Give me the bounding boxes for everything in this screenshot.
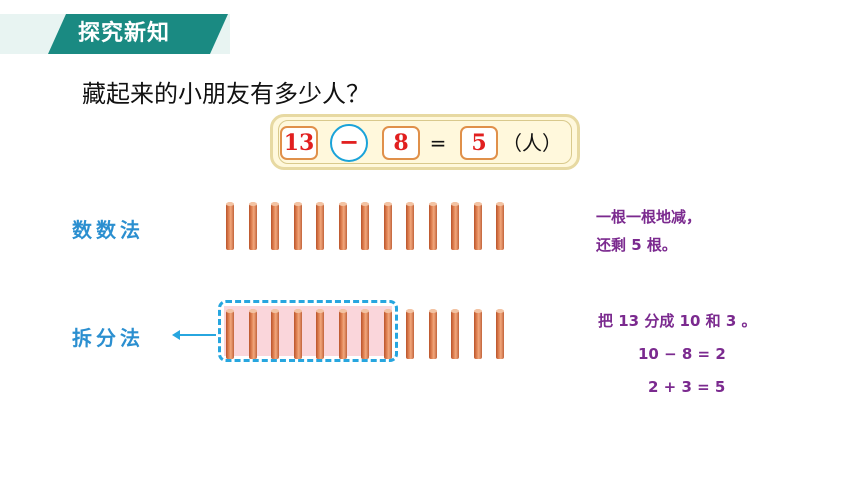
counting-stick bbox=[361, 309, 369, 359]
counting-stick bbox=[473, 202, 482, 250]
counting-stick bbox=[338, 309, 347, 359]
minuend-box: 13 bbox=[280, 126, 318, 160]
counting-stick bbox=[293, 309, 302, 359]
counting-stick bbox=[496, 309, 504, 359]
arrow-left-icon bbox=[172, 330, 180, 340]
counting-note-line2: 还剩 5 根。 bbox=[596, 236, 677, 254]
splitting-note-line3: 2 + 3 = 5 bbox=[648, 378, 726, 396]
counting-stick bbox=[361, 202, 369, 250]
counting-stick bbox=[451, 202, 459, 250]
unit-label: （人） bbox=[502, 131, 562, 155]
counting-stick bbox=[226, 309, 234, 359]
counting-stick bbox=[338, 202, 347, 250]
page-title: 探究新知 bbox=[78, 21, 171, 46]
counting-stick bbox=[248, 309, 257, 359]
header-tab bbox=[48, 14, 228, 54]
splitting-note-line2: 10 − 8 = 2 bbox=[638, 345, 726, 363]
counting-stick bbox=[293, 202, 302, 250]
counting-stick bbox=[226, 202, 234, 250]
counting-stick bbox=[271, 309, 279, 359]
equals-sign: = bbox=[429, 131, 447, 155]
counting-stick bbox=[428, 202, 437, 250]
counting-method-label: 数数法 bbox=[72, 218, 144, 242]
equation-panel bbox=[270, 114, 580, 170]
question-text: 藏起来的小朋友有多少人？ bbox=[82, 80, 370, 108]
grouped-sticks-dashed-box bbox=[218, 300, 398, 362]
counting-stick bbox=[406, 202, 414, 250]
counting-stick bbox=[451, 309, 459, 359]
counting-stick bbox=[496, 202, 504, 250]
subtrahend-box: 8 bbox=[382, 126, 420, 160]
counting-stick bbox=[473, 309, 482, 359]
counting-stick bbox=[316, 309, 324, 359]
arrow-line bbox=[176, 334, 216, 336]
counting-note-line1: 一根一根地减， bbox=[596, 208, 702, 226]
result-box: 5 bbox=[460, 126, 498, 160]
counting-stick bbox=[406, 309, 414, 359]
splitting-note-line1: 把 13 分成 10 和 3 。 bbox=[598, 312, 757, 330]
counting-stick bbox=[383, 202, 392, 250]
splitting-method-label: 拆分法 bbox=[72, 326, 144, 350]
equation-panel-inner bbox=[278, 120, 572, 164]
minus-operator: − bbox=[330, 124, 368, 162]
counting-stick bbox=[248, 202, 257, 250]
counting-stick bbox=[316, 202, 324, 250]
counting-stick bbox=[271, 202, 279, 250]
counting-stick bbox=[428, 309, 437, 359]
counting-stick bbox=[383, 309, 392, 359]
